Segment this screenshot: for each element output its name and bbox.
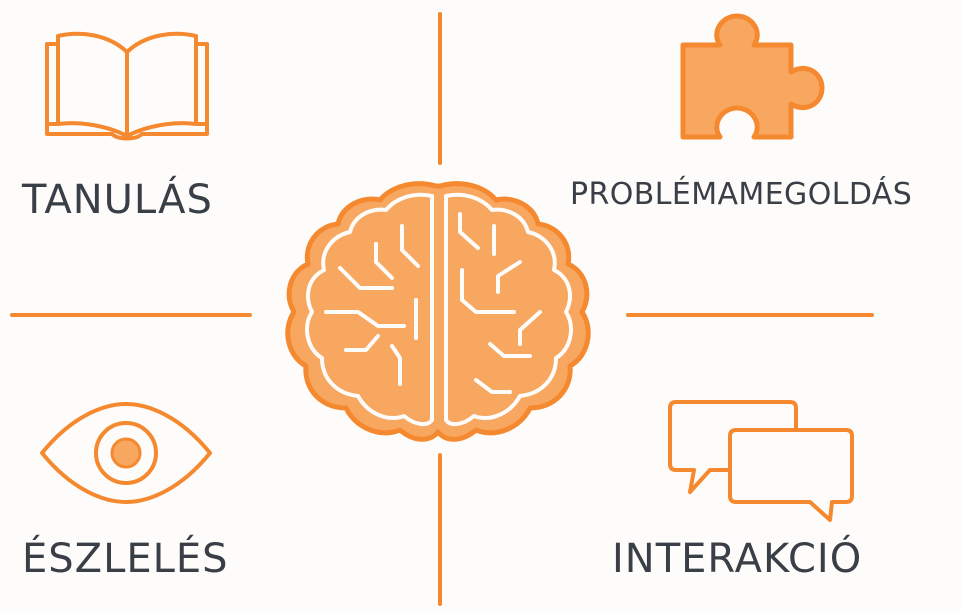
label-problemamegoldas: PROBLÉMAMEGOLDÁS [570,177,913,212]
label-interakcio: INTERAKCIÓ [612,536,863,582]
chat-bubbles-icon [668,400,854,522]
label-eszleles: ÉSZLELÉS [22,536,229,582]
divider-lines [10,12,874,606]
book-icon [45,31,209,141]
label-tanulas: TANULÁS [22,177,213,223]
brain-icon [285,181,591,442]
eye-icon [40,402,212,504]
puzzle-piece-icon [680,13,825,140]
